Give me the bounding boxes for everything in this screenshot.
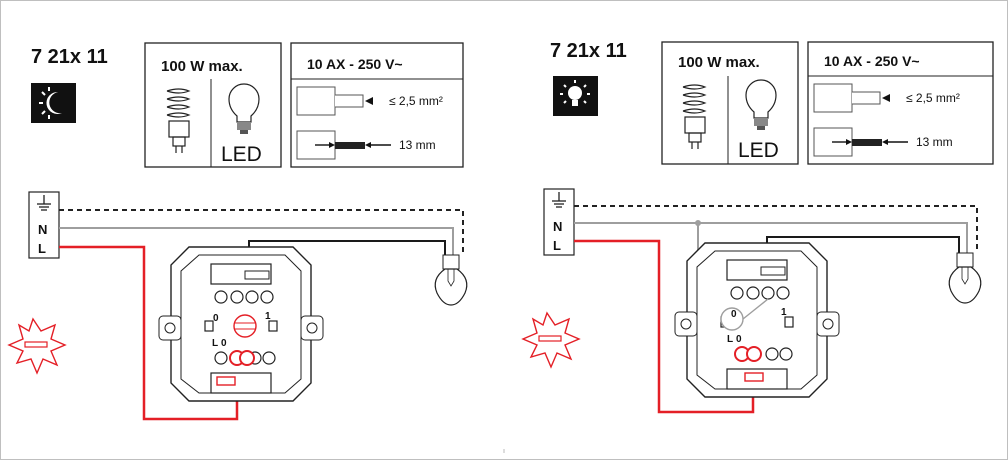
strip-length-icon [296, 130, 391, 160]
panel-left: 7 21x 11 100 W max. [7, 42, 468, 421]
strip-length: 13 mm [916, 135, 953, 149]
zero-label-top: 0 [213, 313, 219, 324]
zero-label-top: 0 [731, 309, 737, 320]
panel-right: 7 21x 11 100 W max. [521, 40, 994, 414]
strip-length-icon [813, 127, 908, 157]
line-terminal: L [553, 238, 561, 253]
wire-section: ≤ 2,5 mm² [389, 94, 443, 108]
led-bulb-icon [745, 79, 777, 130]
earth-icon [37, 195, 51, 211]
rating-box: 10 AX - 250 V~ ≤ 2,5 mm² 13 mm [290, 42, 464, 168]
moon-icon [31, 83, 76, 123]
rating-box: 10 AX - 250 V~ ≤ 2,5 mm² 13 mm [807, 41, 994, 165]
cfl-bulb-icon [682, 84, 707, 149]
supply-terminal-block: N L [28, 191, 60, 259]
bulb-icon [553, 76, 598, 116]
one-label: 1 [265, 311, 271, 322]
neutral-terminal: N [38, 222, 47, 237]
led-label: LED [738, 139, 779, 162]
cfl-bulb-icon [166, 88, 191, 153]
rating-label: 10 AX - 250 V~ [307, 56, 403, 72]
lamp-icon [434, 254, 468, 306]
one-label: 1 [781, 307, 787, 318]
max-power: 100 W max. [678, 54, 760, 71]
pilot-light [233, 314, 257, 338]
max-power: 100 W max. [161, 58, 243, 75]
led-bulb-icon [228, 83, 260, 134]
line-label: L [212, 338, 218, 349]
line-label: L [727, 334, 733, 345]
line-terminal: L [38, 241, 46, 256]
switch-mechanism: 0 1 L 0 [674, 242, 840, 398]
power-box: 100 W max. LED [144, 42, 282, 168]
earth-wire [59, 209, 464, 255]
zero-label-bottom: 0 [736, 334, 742, 345]
wire-section-icon [296, 86, 373, 116]
earth-wire [574, 205, 978, 253]
indicator-burst-icon [7, 317, 67, 375]
earth-icon [552, 192, 566, 208]
wire-section-icon [813, 83, 890, 113]
indicator-burst-icon [521, 311, 581, 369]
supply-terminal-block: N L [543, 188, 575, 256]
wire-section: ≤ 2,5 mm² [906, 91, 960, 105]
strip-length: 13 mm [399, 138, 436, 152]
rating-label: 10 AX - 250 V~ [824, 53, 920, 69]
led-label: LED [221, 143, 262, 166]
neutral-wire [574, 222, 968, 253]
product-code: 7 21x 11 [550, 40, 627, 62]
power-box: 100 W max. LED [661, 41, 799, 165]
lamp-icon [948, 252, 982, 304]
neutral-terminal: N [553, 219, 562, 234]
neutral-wire [59, 227, 454, 255]
zero-label-bottom: 0 [221, 338, 227, 349]
product-code: 7 21x 11 [31, 46, 108, 68]
switch-mechanism: 0 1 L 0 [158, 246, 324, 402]
